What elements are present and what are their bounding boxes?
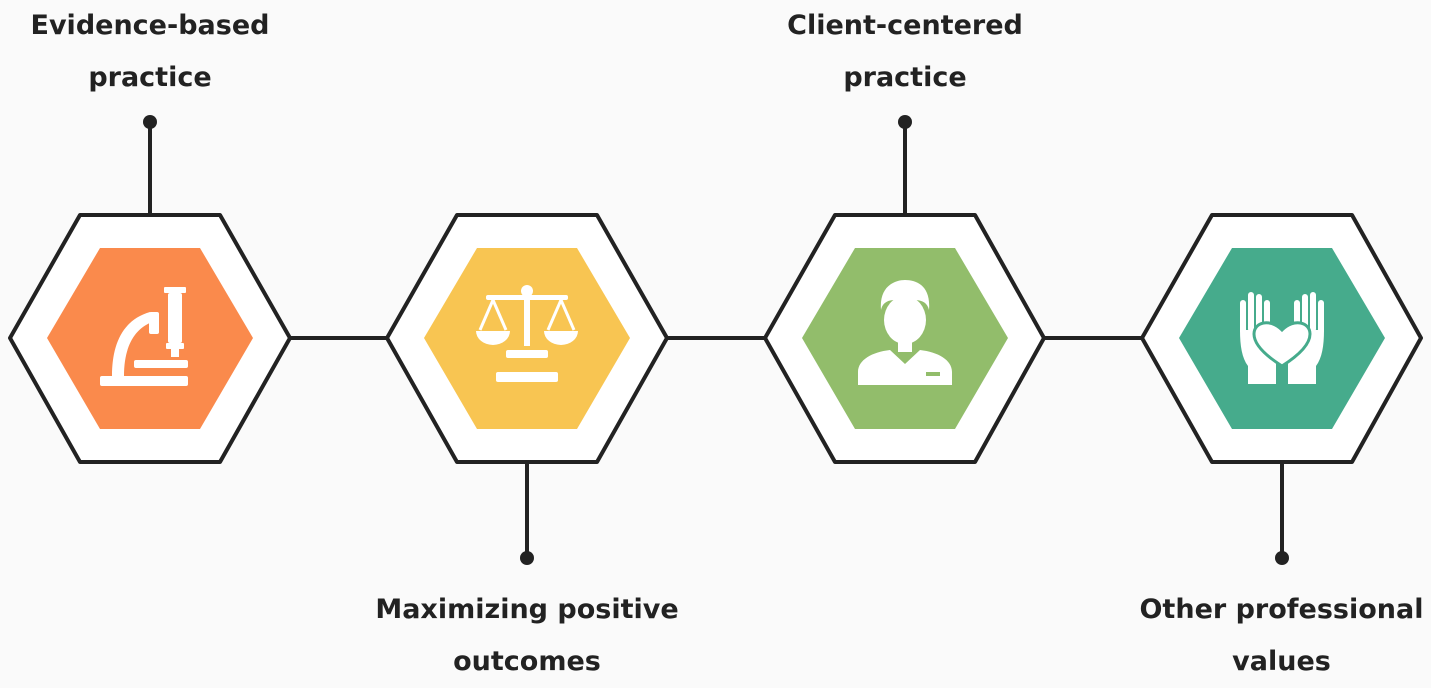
hands-heart-icon	[1240, 292, 1324, 384]
label-other-professional-values: Other professional values	[1139, 594, 1424, 677]
diagram-stage: Evidence-based practice Maximizing posit…	[8, 10, 1424, 677]
microscope-icon	[100, 287, 188, 386]
leader-line	[143, 115, 157, 215]
hexagon-node	[1140, 213, 1423, 464]
leader-line	[1275, 462, 1289, 565]
hexagon-fill	[47, 248, 253, 429]
label-maximizing-positive-outcomes: Maximizing positive outcomes	[375, 594, 679, 677]
scales-icon	[476, 285, 578, 382]
person-icon	[858, 280, 952, 385]
leader-line	[898, 115, 912, 215]
hexagon-node	[385, 213, 669, 464]
hexagon-node	[8, 213, 292, 464]
leader-line	[520, 462, 534, 565]
label-client-centered-practice: Client-centered practice	[787, 10, 1023, 93]
hexagon-node	[763, 213, 1046, 464]
label-evidence-based-practice: Evidence-based practice	[30, 10, 270, 93]
hexagon-diagram	[8, 115, 1423, 565]
